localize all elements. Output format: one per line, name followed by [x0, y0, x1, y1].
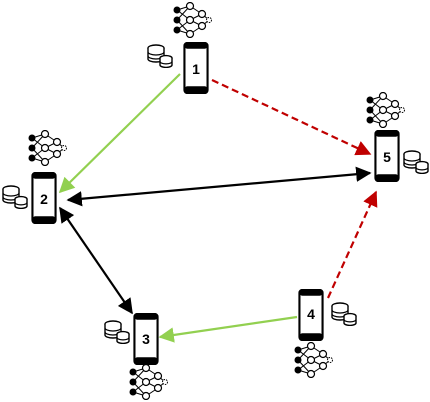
- edge-2-to-3: [59, 206, 133, 315]
- node-2: 2: [2, 130, 67, 224]
- database-icon: [403, 150, 429, 174]
- node-2-label: 2: [40, 191, 48, 207]
- edge-1-to-5: [211, 79, 372, 156]
- database-icon: [2, 185, 28, 209]
- neural-network-icon: [365, 92, 405, 128]
- node-3-label: 3: [142, 331, 150, 347]
- neural-network-icon: [172, 2, 212, 38]
- edge-1-to-2: [58, 73, 181, 194]
- node-3: 3: [104, 313, 168, 400]
- neural-network-icon: [293, 342, 333, 378]
- node-5-label: 5: [383, 149, 391, 165]
- edge-2-to-5: [66, 166, 372, 207]
- neural-network-icon: [27, 130, 67, 166]
- node-1-label: 1: [192, 61, 200, 77]
- node-5: 5: [365, 92, 429, 182]
- node-1: 1: [147, 2, 212, 94]
- database-icon: [104, 320, 130, 344]
- neural-network-icon: [128, 364, 168, 400]
- edge-4-to-3: [158, 315, 298, 343]
- node-4-label: 4: [307, 306, 315, 322]
- edge-4-to-5: [326, 190, 378, 299]
- node-4: 4: [293, 289, 357, 378]
- database-icon: [331, 302, 357, 326]
- database-icon: [147, 44, 173, 68]
